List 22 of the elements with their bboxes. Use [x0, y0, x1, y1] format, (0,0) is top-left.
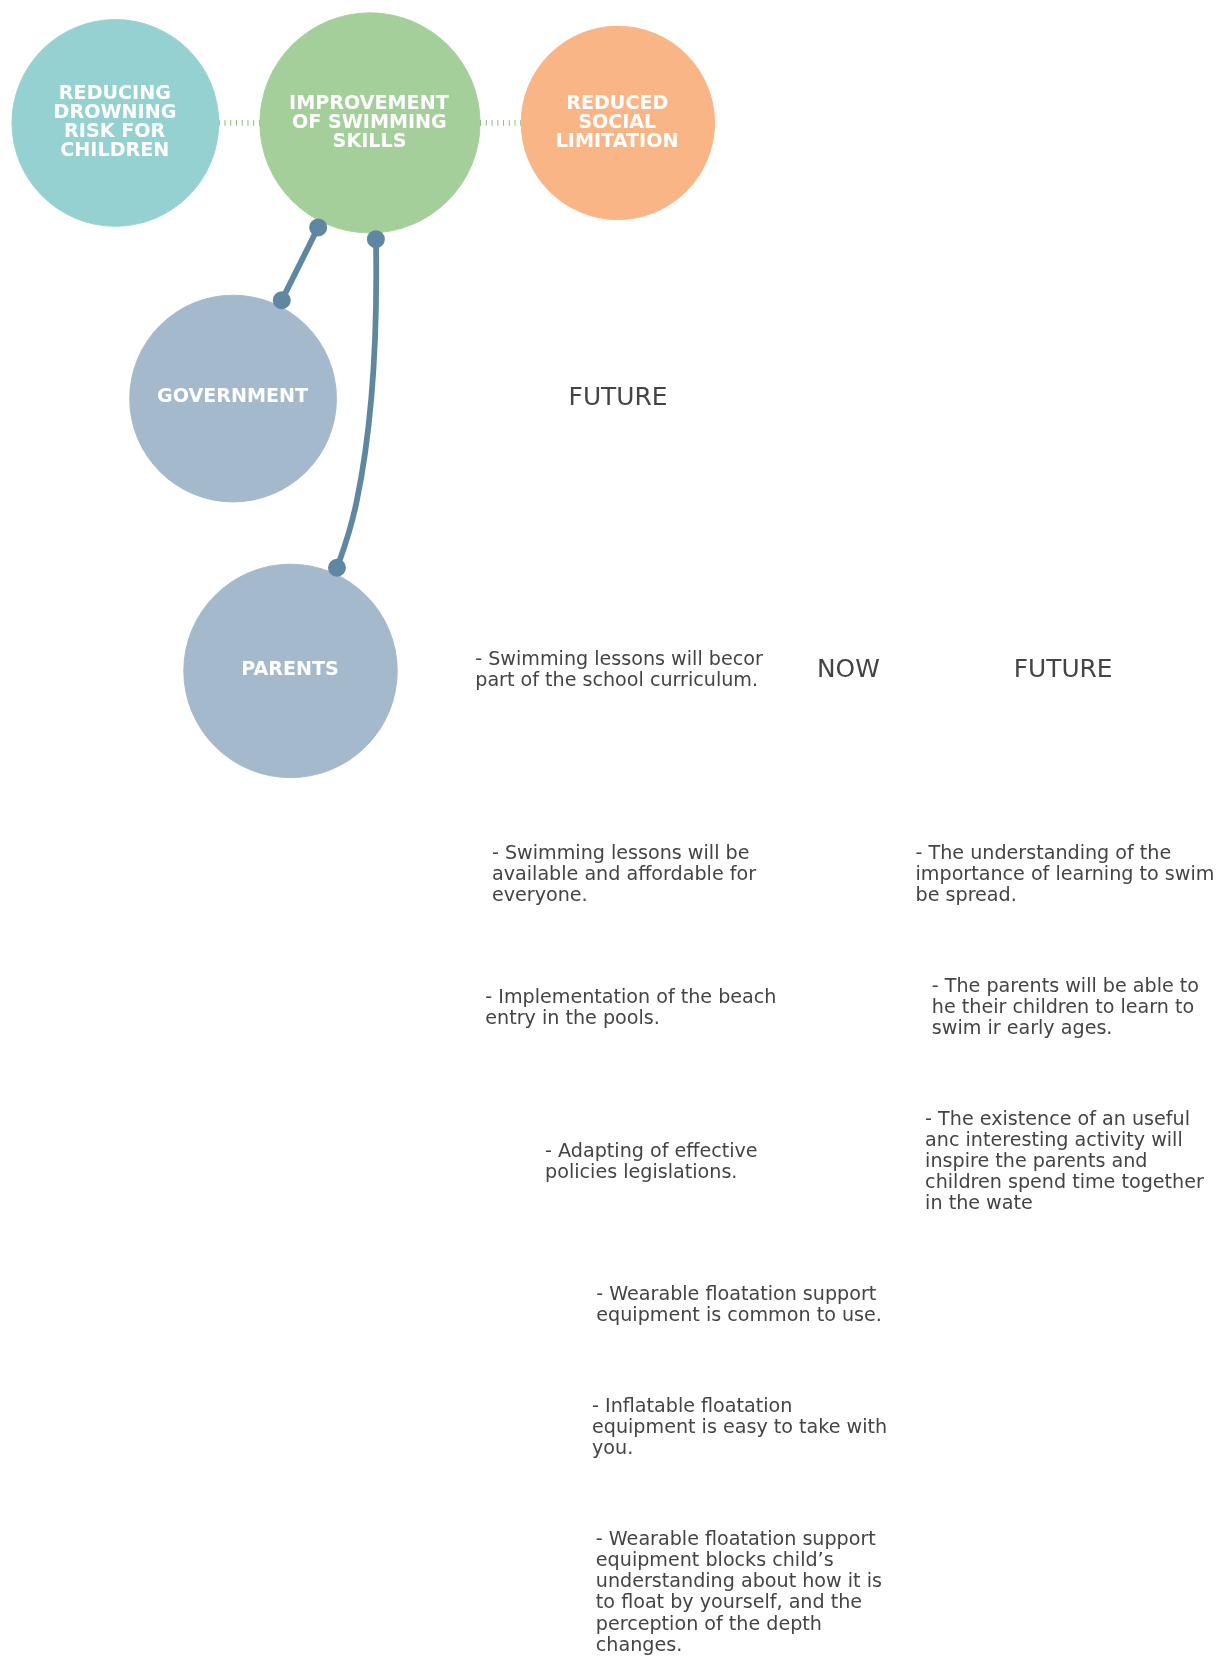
label: - The understanding of the importance of learning to swim be spread. [915, 840, 1215, 907]
node-circle: GOVERNMENT [129, 294, 337, 503]
connector [328, 230, 385, 577]
label: - Wearable floatation support equipment is common to use. [596, 1282, 882, 1327]
label: - The parents will be able to he their children to learn to swim ir early ages. [931, 974, 1200, 1040]
node-circle: REDUCED SOCIAL LIMITATION [520, 25, 716, 221]
label: - Wearable floatation support equipment blocks child’s understanding about how it is to float by yourself, and the perception of the depth changes. [595, 1527, 882, 1656]
connector [480, 120, 521, 126]
label: - Implementation of the beach entry in the pools. [485, 984, 777, 1029]
label: - Inflatable floatation equipment is easy to take with you. [592, 1394, 888, 1460]
label: - Swimming lessons will becor part of the school curriculum. [475, 647, 763, 692]
label: FUTURE [1013, 653, 1113, 683]
label: - Adapting of effective policies legislations. [545, 1138, 758, 1183]
label: FUTURE [568, 381, 668, 411]
node-circle: IMPROVEMENT OF SWIMMING SKILLS [259, 12, 481, 234]
connector [272, 218, 328, 310]
label: - Swimming lessons will be available and affordable for everyone. [492, 840, 757, 907]
node-circle: PARENTS [183, 563, 398, 779]
label: - The existence of an useful anc interesting activity will inspire the parents and children spend time together in the wate [925, 1107, 1204, 1215]
node-circle: REDUCING DROWNING RISK FOR CHILDREN [11, 19, 220, 227]
label: NOW [816, 653, 880, 683]
connector [218, 120, 260, 126]
